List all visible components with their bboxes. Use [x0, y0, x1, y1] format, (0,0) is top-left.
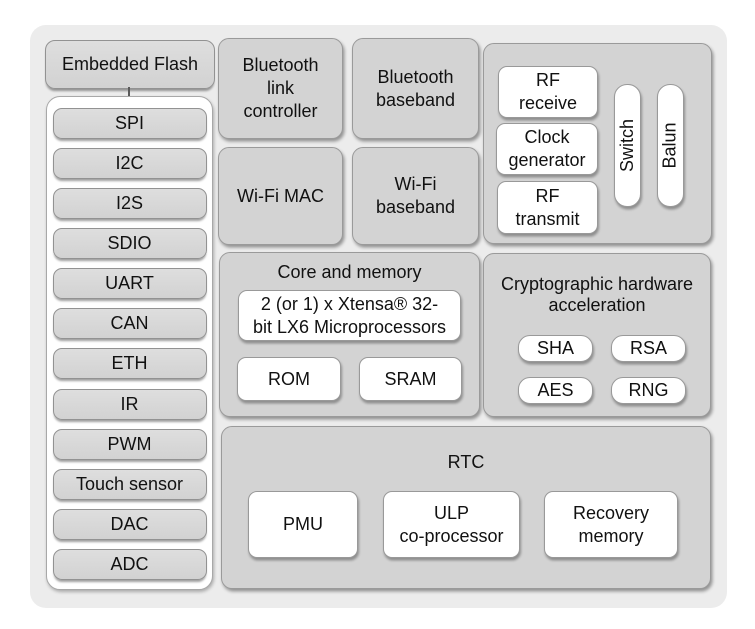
crypto-panel: Cryptographic hardware acceleration SHA … — [483, 253, 711, 417]
ulp-coprocessor-label: ULP co-processor — [399, 502, 504, 546]
block-eth: ETH — [52, 348, 207, 380]
wifi-mac-label: Wi-Fi MAC — [237, 185, 324, 206]
bluetooth-baseband-label: Bluetooth baseband — [375, 66, 456, 110]
block-rom: ROM — [237, 357, 341, 401]
rom-label: ROM — [268, 368, 310, 389]
block-touch-sensor: Touch sensor — [52, 468, 207, 500]
rf-panel: RF receive Clock generator RF transmit S… — [483, 43, 712, 244]
block-bluetooth-link-controller: Bluetooth link controller — [218, 38, 343, 139]
can-label: CAN — [110, 313, 149, 334]
block-dac: DAC — [52, 508, 207, 540]
adc-label: ADC — [110, 553, 149, 574]
block-aes: AES — [518, 377, 593, 404]
wifi-baseband-label: Wi-Fi baseband — [375, 174, 456, 217]
embedded-flash-label: Embedded Flash — [61, 54, 199, 74]
block-pmu: PMU — [248, 491, 358, 558]
block-uart: UART — [52, 268, 207, 300]
block-rf-receive: RF receive — [498, 66, 598, 118]
rtc-title: RTC — [447, 452, 485, 472]
dac-label: DAC — [110, 513, 149, 534]
block-recovery-memory: Recovery memory — [544, 491, 678, 558]
bluetooth-link-controller-label: Bluetooth link controller — [242, 55, 319, 121]
rsa-label: RSA — [629, 338, 667, 358]
pmu-label: PMU — [283, 514, 323, 534]
block-bluetooth-baseband: Bluetooth baseband — [352, 38, 479, 139]
block-sram: SRAM — [359, 357, 462, 401]
core-memory-title: Core and memory — [277, 262, 422, 282]
block-ulp-coprocessor: ULP co-processor — [383, 491, 520, 558]
uart-label: UART — [105, 273, 154, 294]
aes-label: AES — [537, 380, 574, 400]
pwm-label: PWM — [107, 433, 152, 454]
peripheral-interface-panel: SPI I2C I2S SDIO UART CAN ETH IR PWM Tou… — [46, 96, 213, 590]
eth-label: ETH — [111, 353, 148, 374]
block-adc: ADC — [52, 548, 207, 580]
i2s-label: I2S — [115, 193, 144, 214]
block-wifi-mac: Wi-Fi MAC — [218, 147, 343, 245]
block-clock-generator: Clock generator — [496, 123, 598, 175]
xtensa-microprocessors-label: 2 (or 1) x Xtensa® 32- bit LX6 Microproc… — [252, 293, 447, 337]
block-i2c: I2C — [52, 148, 207, 180]
block-rf-transmit: RF transmit — [497, 181, 598, 234]
ir-label: IR — [120, 393, 139, 414]
spi-label: SPI — [114, 113, 144, 133]
rf-receive-label: RF receive — [518, 70, 578, 113]
sdio-label: SDIO — [107, 233, 152, 254]
block-spi: SPI — [52, 108, 207, 139]
touch-sensor-label: Touch sensor — [75, 473, 184, 494]
block-i2s: I2S — [52, 188, 207, 220]
block-balun: Balun — [657, 84, 684, 207]
sram-label: SRAM — [384, 368, 437, 389]
rng-label: RNG — [628, 380, 669, 400]
balun-label: Balun — [660, 122, 681, 169]
block-embedded-flash: Embedded Flash — [45, 40, 215, 89]
sha-label: SHA — [536, 338, 574, 358]
block-sdio: SDIO — [52, 228, 207, 260]
block-rng: RNG — [611, 377, 686, 404]
block-sha: SHA — [518, 335, 593, 362]
block-pwm: PWM — [52, 428, 207, 460]
rtc-panel: RTC PMU ULP co-processor Recovery memory — [221, 426, 711, 589]
switch-label: Switch — [617, 118, 638, 173]
clock-generator-label: Clock generator — [508, 127, 586, 170]
recovery-memory-label: Recovery memory — [572, 502, 650, 546]
block-xtensa-microprocessors: 2 (or 1) x Xtensa® 32- bit LX6 Microproc… — [238, 290, 461, 341]
block-ir: IR — [52, 388, 207, 420]
block-switch: Switch — [614, 84, 641, 207]
crypto-title: Cryptographic hardware acceleration — [500, 274, 694, 315]
core-memory-panel: Core and memory 2 (or 1) x Xtensa® 32- b… — [219, 252, 480, 417]
block-rsa: RSA — [611, 335, 686, 362]
i2c-label: I2C — [115, 153, 144, 174]
block-wifi-baseband: Wi-Fi baseband — [352, 147, 479, 245]
rf-transmit-label: RF transmit — [515, 185, 580, 229]
block-can: CAN — [52, 308, 207, 340]
